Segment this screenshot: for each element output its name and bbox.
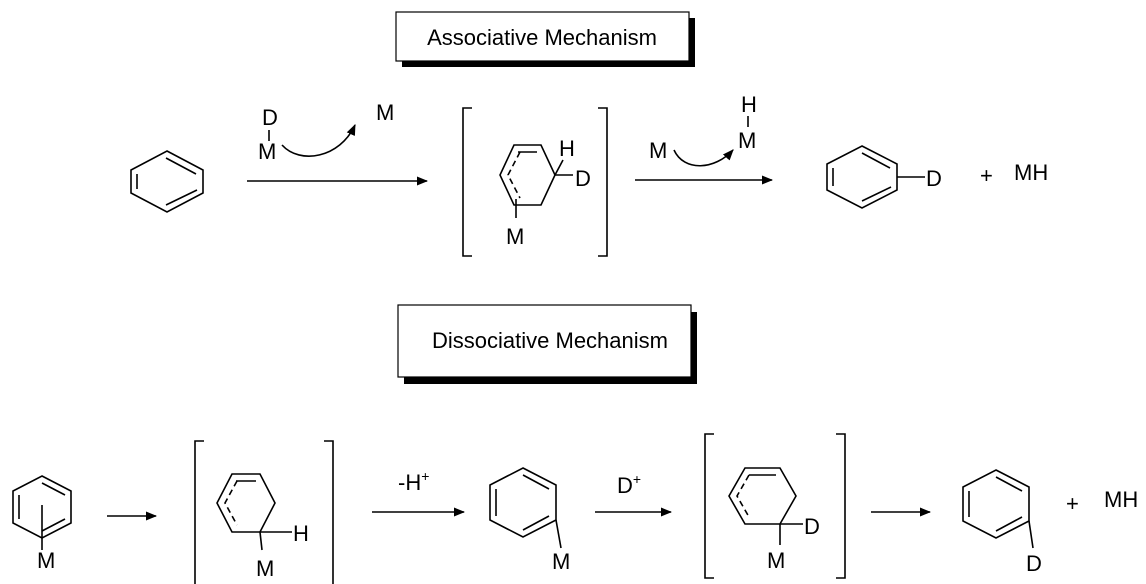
associative-title-box: Associative Mechanism	[395, 11, 695, 67]
int-m-label: M	[506, 224, 524, 249]
step2-m-label: M	[649, 138, 667, 163]
byproduct-mh-2: MH	[1104, 487, 1138, 512]
int1-m-label: M	[256, 556, 274, 581]
sigma-complex-intermediate-2	[704, 433, 846, 579]
int1-h-label: H	[293, 521, 309, 546]
benzene-ring	[130, 150, 204, 213]
int-d-label: D	[575, 166, 591, 191]
reagent-d-label: D	[262, 105, 278, 130]
leaving-m-label: M	[376, 100, 394, 125]
plus-sign-2: +	[1066, 491, 1079, 516]
curved-arrow-1	[281, 123, 356, 157]
int-h-label: H	[559, 136, 575, 161]
byproduct-mh-1: MH	[1014, 160, 1048, 185]
deuterobenzene-product	[826, 145, 925, 209]
step2-m2-label: M	[738, 128, 756, 153]
curved-arrow-2	[673, 149, 734, 167]
arylm-m-label: M	[552, 549, 570, 574]
dissociative-title: Dissociative Mechanism	[432, 328, 668, 353]
arene-metal-complex	[12, 475, 72, 550]
arrow3-label: D+	[617, 471, 641, 498]
sigma-complex-intermediate-1	[194, 440, 334, 584]
deuterobenzene-product-2	[962, 469, 1034, 549]
product-d-label: D	[926, 166, 942, 191]
associative-title: Associative Mechanism	[427, 25, 657, 50]
product2-d-label: D	[1026, 551, 1042, 576]
step2-h-label: H	[741, 92, 757, 117]
aryl-metal	[489, 467, 562, 549]
dissociative-title-box: Dissociative Mechanism	[397, 304, 697, 384]
sm-m-label: M	[37, 548, 55, 573]
reagent-m-label: M	[258, 139, 276, 164]
int2-d-label: D	[804, 514, 820, 539]
associative-intermediate	[462, 107, 608, 257]
arrow2-label: -H+	[398, 468, 429, 495]
plus-sign-1: +	[980, 163, 993, 188]
int2-m-label: M	[767, 548, 785, 573]
